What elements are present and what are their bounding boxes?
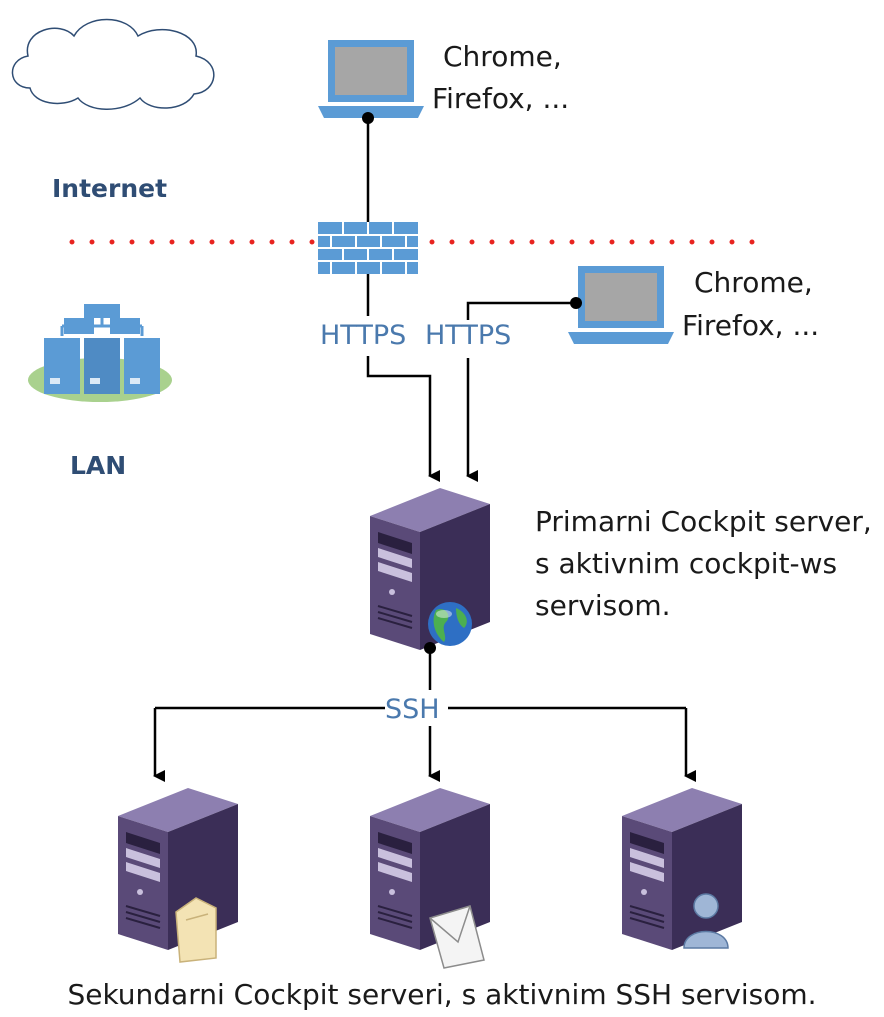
primary-server-label-line3: servisom. [535,589,671,622]
protocol-label-https: HTTPS [425,320,511,351]
laptop-icon [318,40,424,118]
zone-internet-label: Internet [52,174,167,203]
secondary-server-mail [369,787,491,969]
protocol-label-ssh: SSH [385,694,440,725]
secondary-servers-caption: Sekundarni Cockpit serveri, s aktivnim S… [67,978,816,1011]
zone-lan-label: LAN [70,451,126,480]
primary-server [369,487,491,651]
primary-server-label-line1: Primarni Cockpit server, [535,505,872,538]
protocol-label-https: HTTPS [320,320,406,351]
cloud-icon [11,18,215,110]
laptop-icon [568,266,674,344]
mail-icon [429,905,485,969]
firewall-icon [318,222,418,274]
client-label-line1: Chrome, [694,266,813,299]
primary-server-label-line2: s aktivnim cockpit-ws [535,547,837,580]
secondary-server-document [117,787,239,963]
globe-icon [428,602,472,646]
user-icon [683,893,729,949]
secondary-server-user [621,787,743,951]
client-label-line1: Chrome, [443,40,562,73]
client-label-line2: Firefox, ... [682,309,819,342]
client-label-line2: Firefox, ... [432,82,569,115]
lan-network-icon [28,304,172,402]
document-icon [175,897,217,963]
